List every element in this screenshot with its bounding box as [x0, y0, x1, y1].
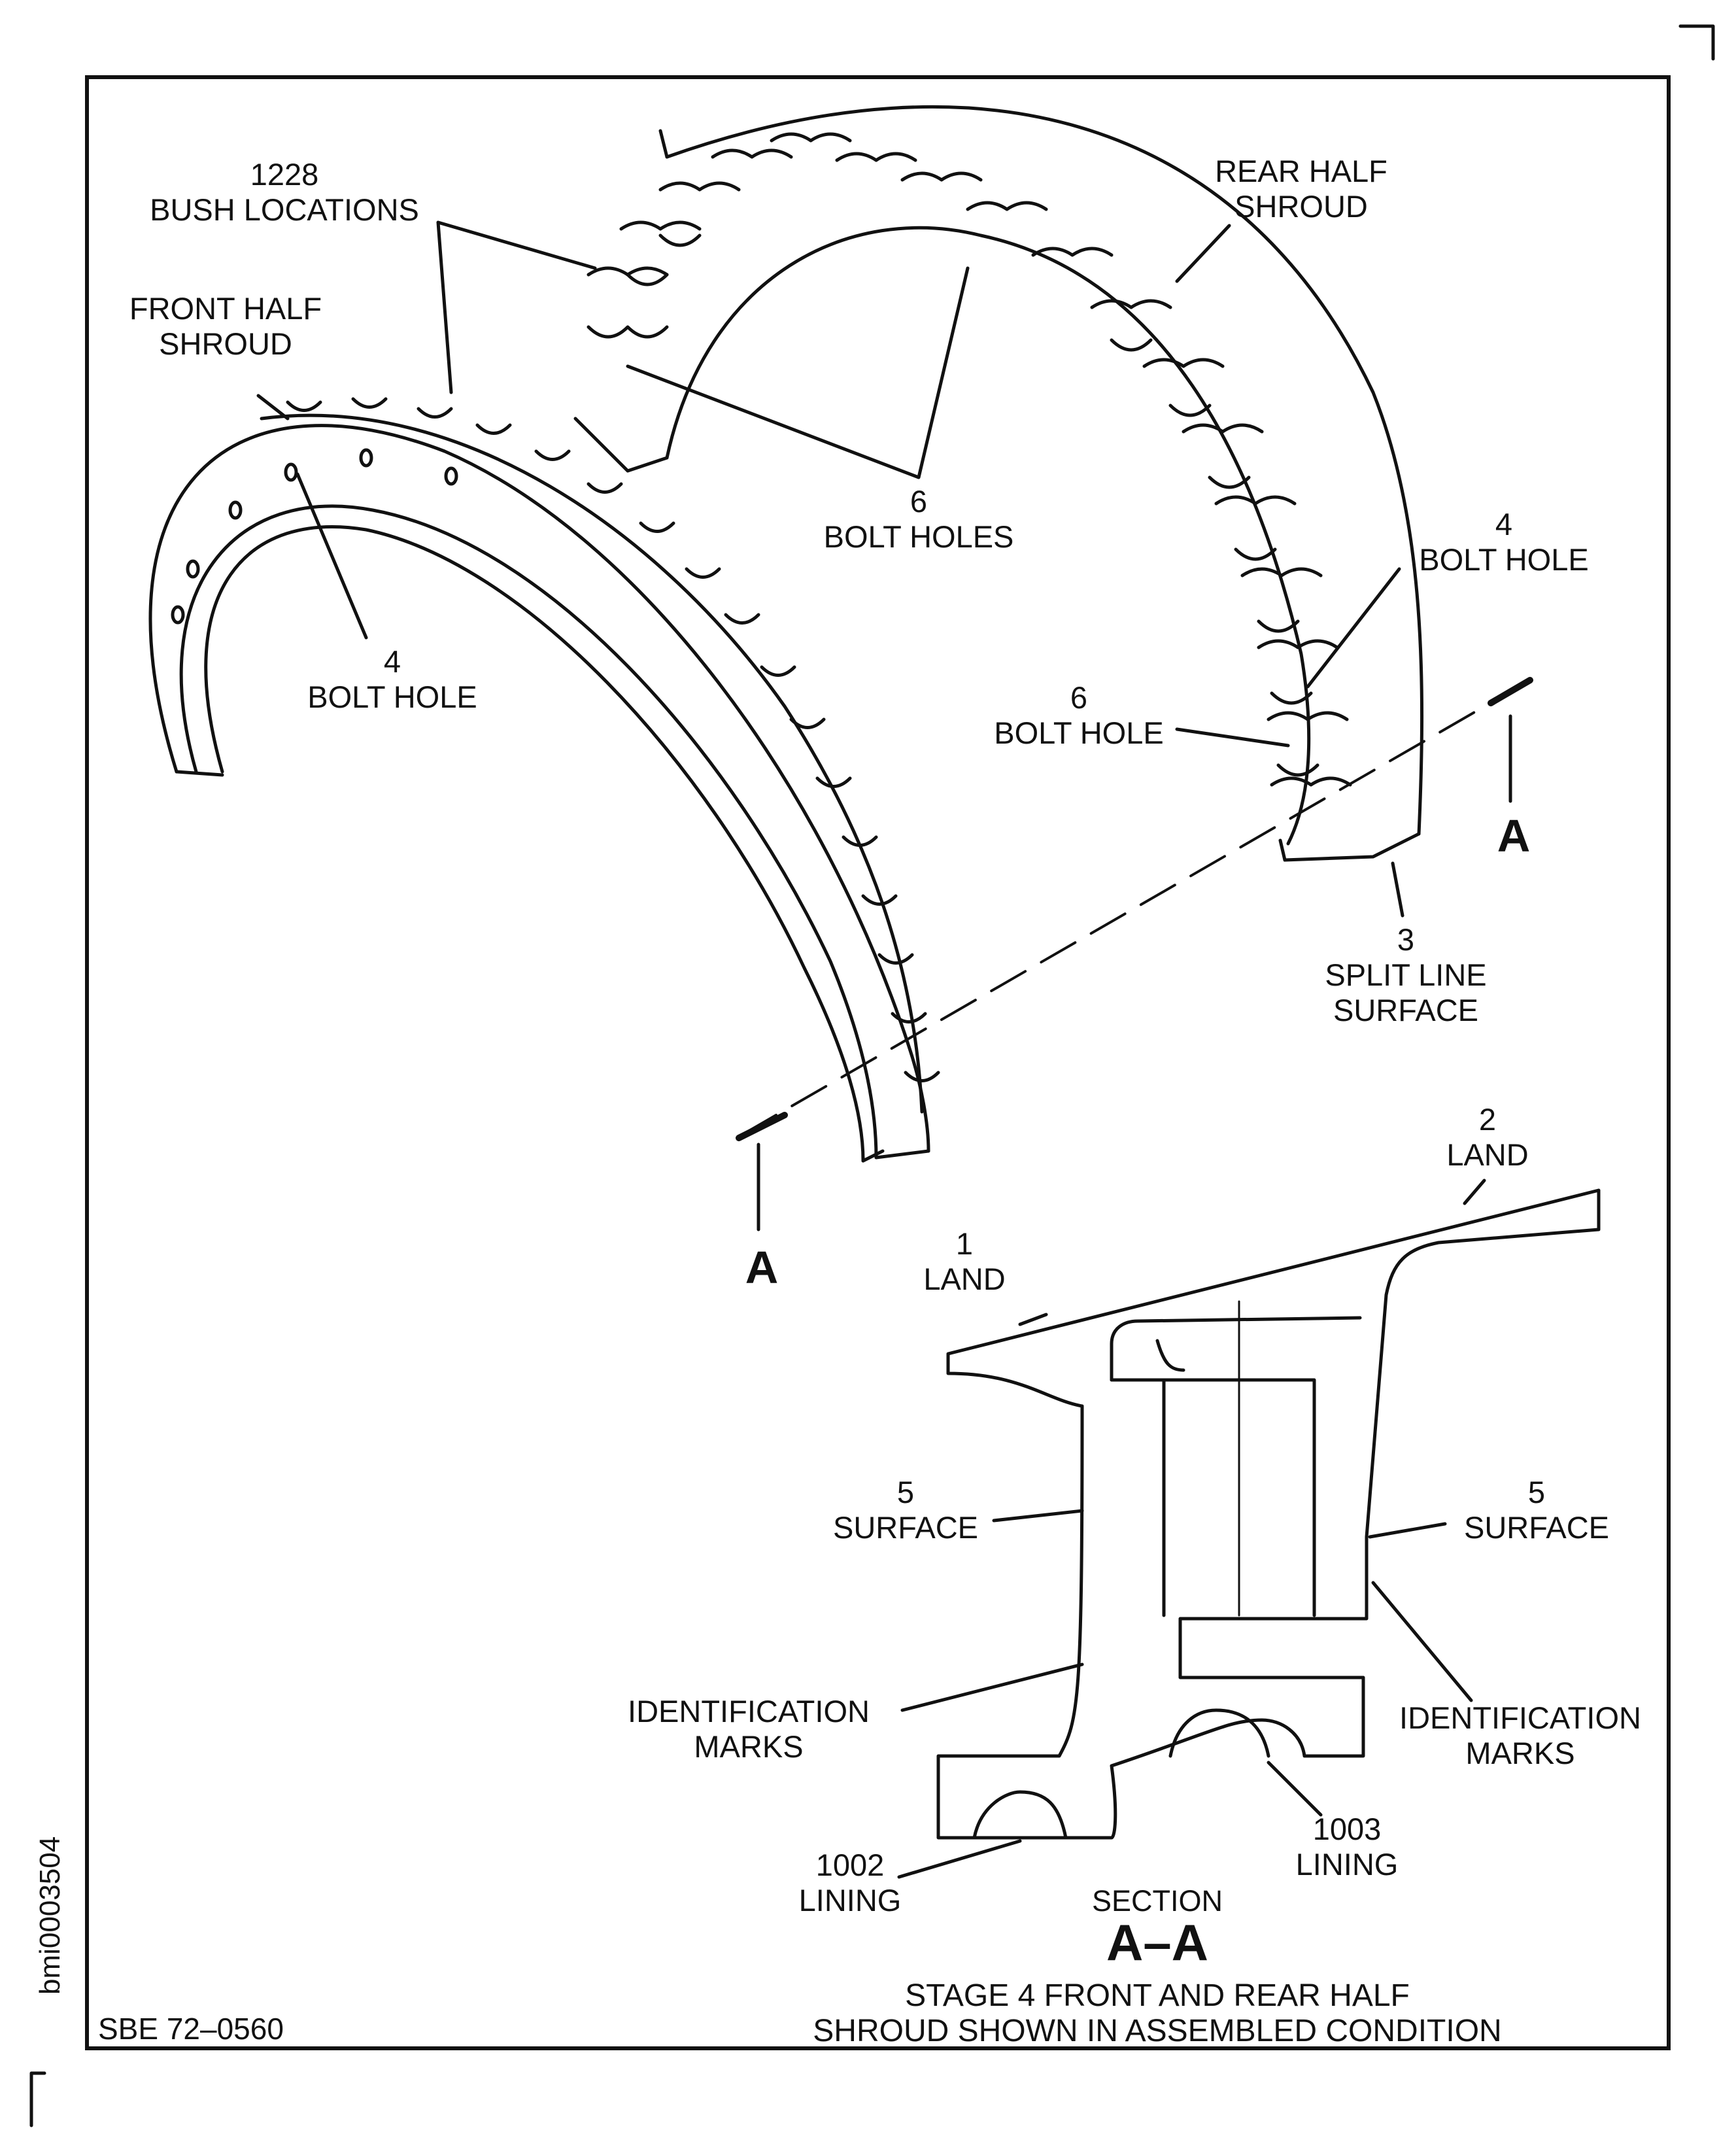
label-1003-num: 1003: [1312, 1812, 1382, 1846]
label-surface-left: 5 SURFACE: [811, 1475, 1000, 1545]
label-rear-half-shroud: REAR HALF SHROUD: [1177, 154, 1425, 224]
drawing-frame: [85, 75, 1671, 2050]
label-1002-text: LINING: [798, 1883, 902, 1918]
label-1002-num: 1002: [815, 1848, 885, 1882]
label-surface-right: 5 SURFACE: [1442, 1475, 1631, 1545]
label-bush-count: 1228: [250, 157, 319, 192]
corner-mark-top-right: [1678, 24, 1715, 61]
caption-line1: STAGE 4 FRONT AND REAR HALF: [905, 1978, 1410, 2013]
label-4-front-text: BOLT HOLE: [307, 680, 477, 714]
leader-6-bolt-hole: [1175, 727, 1290, 748]
image-id: bmi0003504: [34, 1836, 66, 1995]
leader-split-line: [1391, 861, 1404, 918]
leader-bush-locations: [436, 220, 597, 394]
label-4-rear-text: BOLT HOLE: [1419, 542, 1589, 577]
front-shroud-inner-arc: [204, 525, 865, 1163]
label-surface-left-num: 5: [896, 1475, 915, 1509]
label-front-line2: SHROUD: [159, 326, 292, 361]
label-id-left-line2: MARKS: [694, 1729, 804, 1764]
label-split-line2: SURFACE: [1333, 993, 1478, 1027]
leader-front-shroud: [256, 394, 290, 421]
front-shroud-outer-arc: [148, 424, 930, 1153]
section-word: SECTION: [1091, 1884, 1223, 1918]
label-4-front-num: 4: [383, 644, 401, 679]
label-rear-line1: REAR HALF: [1215, 154, 1387, 188]
leader-lining-1003: [1267, 1761, 1323, 1817]
label-id-right-line2: MARKS: [1465, 1736, 1575, 1770]
section-cut-line: [741, 679, 1531, 1136]
label-bush-text: BUSH LOCATIONS: [150, 192, 419, 227]
label-id-right-line1: IDENTIFICATION: [1399, 1700, 1641, 1735]
label-4-bolt-hole-rear: 4 BOLT HOLE: [1393, 507, 1615, 577]
leader-id-marks-left: [900, 1662, 1084, 1712]
label-lining-1002: 1002 LINING: [765, 1848, 935, 1918]
label-6-bolt-hole: 6 BOLT HOLE: [968, 680, 1190, 751]
leader-surface-left: [992, 1509, 1084, 1523]
label-front-half-shroud: FRONT HALF SHROUD: [105, 291, 347, 362]
label-6-bolt-holes-num: 6: [910, 484, 928, 519]
leader-rear-shroud: [1175, 224, 1231, 283]
label-split-num: 3: [1397, 922, 1415, 957]
label-1003-text: LINING: [1295, 1847, 1399, 1882]
label-surface-right-text: SURFACE: [1464, 1510, 1609, 1545]
figure-caption: STAGE 4 FRONT AND REAR HALF SHROUD SHOWN…: [758, 1978, 1556, 2049]
label-land-2-text: LAND: [1446, 1137, 1529, 1172]
label-front-line1: FRONT HALF: [129, 291, 322, 326]
corner-mark-bottom-left: [29, 2071, 46, 2127]
leader-4-bolt-hole-front: [296, 472, 368, 640]
label-id-marks-right: IDENTIFICATION MARKS: [1380, 1700, 1661, 1771]
leader-land-1: [1018, 1313, 1048, 1326]
label-lining-1003: 1003 LINING: [1262, 1812, 1432, 1882]
label-land-1-text: LAND: [923, 1262, 1006, 1296]
leader-land-2: [1463, 1179, 1486, 1205]
leader-lining-1002: [897, 1839, 1022, 1879]
label-split-line1: SPLIT LINE: [1325, 957, 1487, 992]
label-rear-line2: SHROUD: [1234, 189, 1368, 224]
label-4-bolt-hole-front: 4 BOLT HOLE: [281, 644, 503, 715]
front-bolt-holes: [171, 448, 458, 625]
section-name: A–A: [1106, 1914, 1209, 1971]
label-6-bolt-holes-text: BOLT HOLES: [823, 519, 1014, 554]
label-surface-right-num: 5: [1527, 1475, 1546, 1509]
label-4-rear-num: 4: [1495, 507, 1513, 542]
leader-surface-right: [1368, 1522, 1447, 1539]
label-land-2-num: 2: [1478, 1102, 1497, 1137]
lining-1002: [972, 1790, 1068, 1840]
label-surface-left-text: SURFACE: [833, 1510, 978, 1545]
rear-shroud-outer-arc: [665, 105, 1424, 836]
label-6-hole-text: BOLT HOLE: [994, 715, 1164, 750]
label-split-line: 3 SPLIT LINE SURFACE: [1301, 922, 1510, 1028]
label-6-hole-num: 6: [1070, 680, 1088, 715]
leader-id-marks-right: [1371, 1581, 1473, 1702]
leader-6-bolt-holes: [626, 266, 970, 479]
label-land-1-num: 1: [955, 1226, 974, 1261]
rear-shroud-split-end: [1278, 832, 1421, 862]
section-marker-bottom: A: [745, 1242, 779, 1293]
label-id-left-line1: IDENTIFICATION: [628, 1694, 870, 1729]
section-marker-top: A: [1497, 810, 1531, 861]
label-id-marks-left: IDENTIFICATION MARKS: [608, 1694, 889, 1764]
label-bush-locations: 1228 BUSH LOCATIONS: [134, 157, 435, 228]
front-bush-scallops: [286, 397, 940, 1082]
label-land-1: 1 LAND: [889, 1226, 1040, 1297]
label-land-2: 2 LAND: [1406, 1102, 1569, 1173]
leader-4-bolt-hole-rear: [1306, 567, 1401, 689]
lining-1003: [1168, 1708, 1270, 1758]
rear-bush-scallops: [587, 132, 1352, 787]
reference-number: SBE 72–0560: [98, 2012, 284, 2046]
label-6-bolt-holes: 6 BOLT HOLES: [798, 484, 1040, 555]
caption-line2: SHROUD SHOWN IN ASSEMBLED CONDITION: [813, 2014, 1502, 2048]
section-a-a-drawing: [897, 1179, 1601, 1879]
